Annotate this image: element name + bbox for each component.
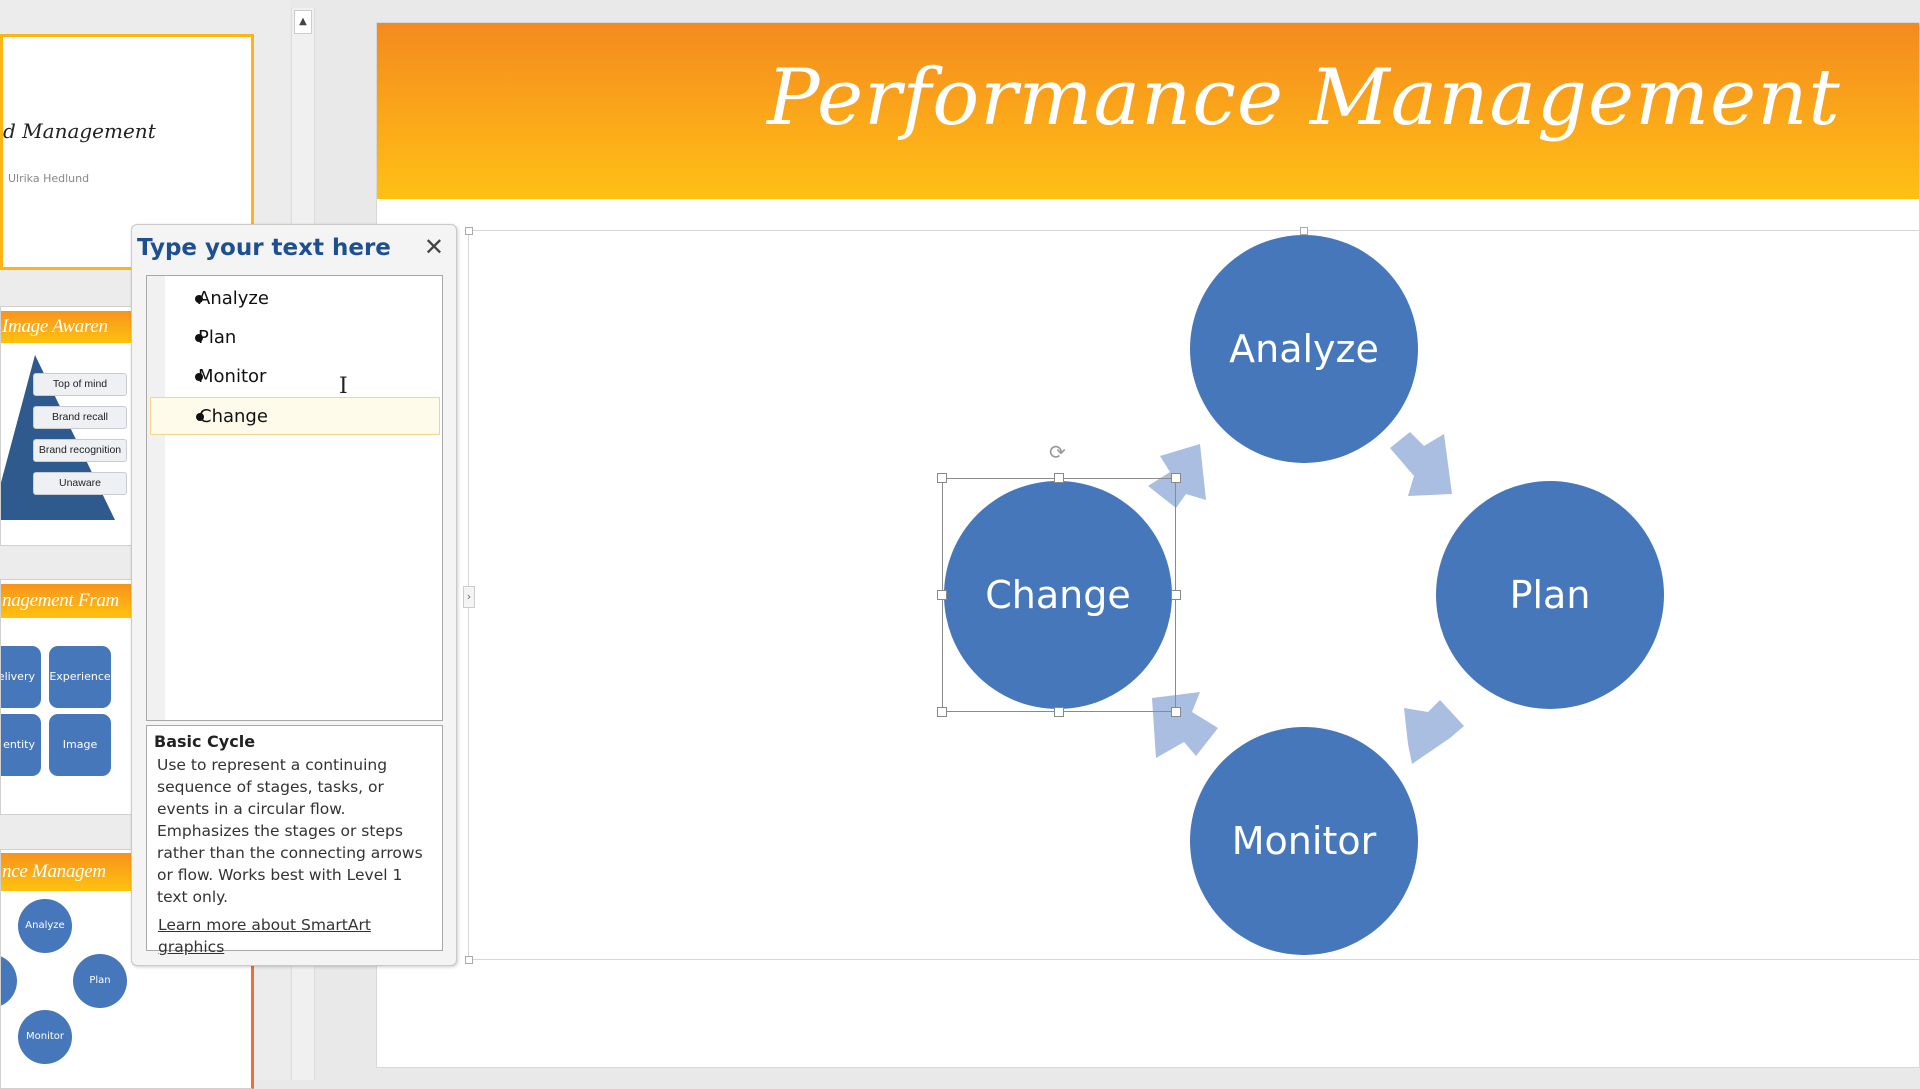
layout-description-box: Basic Cycle Use to represent a continuin…	[146, 725, 443, 956]
resize-handle[interactable]	[937, 590, 947, 600]
resize-handle[interactable]	[1054, 707, 1064, 717]
node-analyze[interactable]: Analyze	[1190, 235, 1418, 463]
node-plan[interactable]: Plan	[1436, 481, 1664, 709]
node-change[interactable]: Change	[944, 481, 1172, 709]
list-item[interactable]: Analyze	[150, 280, 440, 318]
arrow-analyze-plan	[1390, 432, 1452, 496]
framework-box: Image	[49, 714, 111, 776]
text-cursor-icon: I	[339, 374, 348, 399]
selection-box	[942, 478, 1176, 712]
framework-box: entity	[1, 714, 41, 776]
list-item[interactable]: Plan	[150, 319, 440, 357]
frame-handle[interactable]	[465, 956, 473, 964]
slide-thumbnail-4[interactable]: nce Managem Analyze Plan Monitor	[0, 849, 254, 1089]
frame-handle[interactable]	[1300, 227, 1308, 235]
layout-name: Basic Cycle	[154, 732, 256, 751]
resize-handle[interactable]	[1171, 590, 1181, 600]
node-monitor[interactable]: Monitor	[1190, 727, 1418, 955]
scroll-up-arrow-icon[interactable]: ▲	[294, 10, 312, 34]
text-pane-list[interactable]: Analyze Plan Monitor Change I	[146, 275, 443, 721]
pyramid-item: Top of mind	[33, 373, 127, 396]
learn-more-link[interactable]: Learn more about SmartArt graphics	[158, 916, 371, 956]
thumb-author: Ulrika Hedlund	[8, 172, 90, 185]
resize-handle[interactable]	[1054, 473, 1064, 483]
thumb-title: nce Managem	[2, 861, 106, 882]
arrow-plan-monitor	[1404, 700, 1464, 764]
arrow-monitor-change	[1152, 692, 1218, 758]
framework-box: Experience	[49, 646, 111, 708]
resize-handle[interactable]	[1171, 473, 1181, 483]
slide-title[interactable]: Performance Management	[767, 53, 1841, 143]
text-pane-title: Type your text here	[137, 235, 391, 261]
thumb-title: Image Awaren	[2, 316, 108, 337]
thumb-title: d Management	[3, 119, 156, 143]
frame-handle[interactable]	[465, 227, 473, 235]
slide-thumbnail-pane: d Management Ulrika Hedlund Image Awaren…	[0, 0, 290, 1089]
resize-handle[interactable]	[937, 707, 947, 717]
mini-circle: Analyze	[18, 899, 72, 953]
expand-text-pane-icon[interactable]: ›	[463, 586, 475, 608]
mini-circle: Plan	[73, 954, 127, 1008]
pyramid-item: Brand recall	[33, 406, 127, 429]
mini-circle-partial	[1, 954, 17, 1008]
pyramid-item: Unaware	[33, 472, 127, 495]
list-item[interactable]: Monitor	[150, 358, 440, 396]
smartart-frame[interactable]: ›	[463, 227, 1920, 964]
pyramid-item: Brand recognition	[33, 439, 127, 462]
smartart-text-pane: Type your text here ✕ Analyze Plan Monit…	[131, 224, 457, 966]
rotate-handle-icon[interactable]: ⟳	[1049, 440, 1066, 464]
list-item-active[interactable]: Change	[150, 397, 440, 435]
resize-handle[interactable]	[937, 473, 947, 483]
framework-box: elivery	[1, 646, 41, 708]
mini-circle: Monitor	[18, 1010, 72, 1064]
slide-header-banner: Performance Management	[377, 23, 1919, 199]
list-gutter	[147, 276, 165, 720]
thumb-title: nagement Fram	[2, 590, 119, 611]
resize-handle[interactable]	[1171, 707, 1181, 717]
layout-description: Use to represent a continuing sequence o…	[157, 756, 423, 906]
close-icon[interactable]: ✕	[423, 233, 444, 261]
